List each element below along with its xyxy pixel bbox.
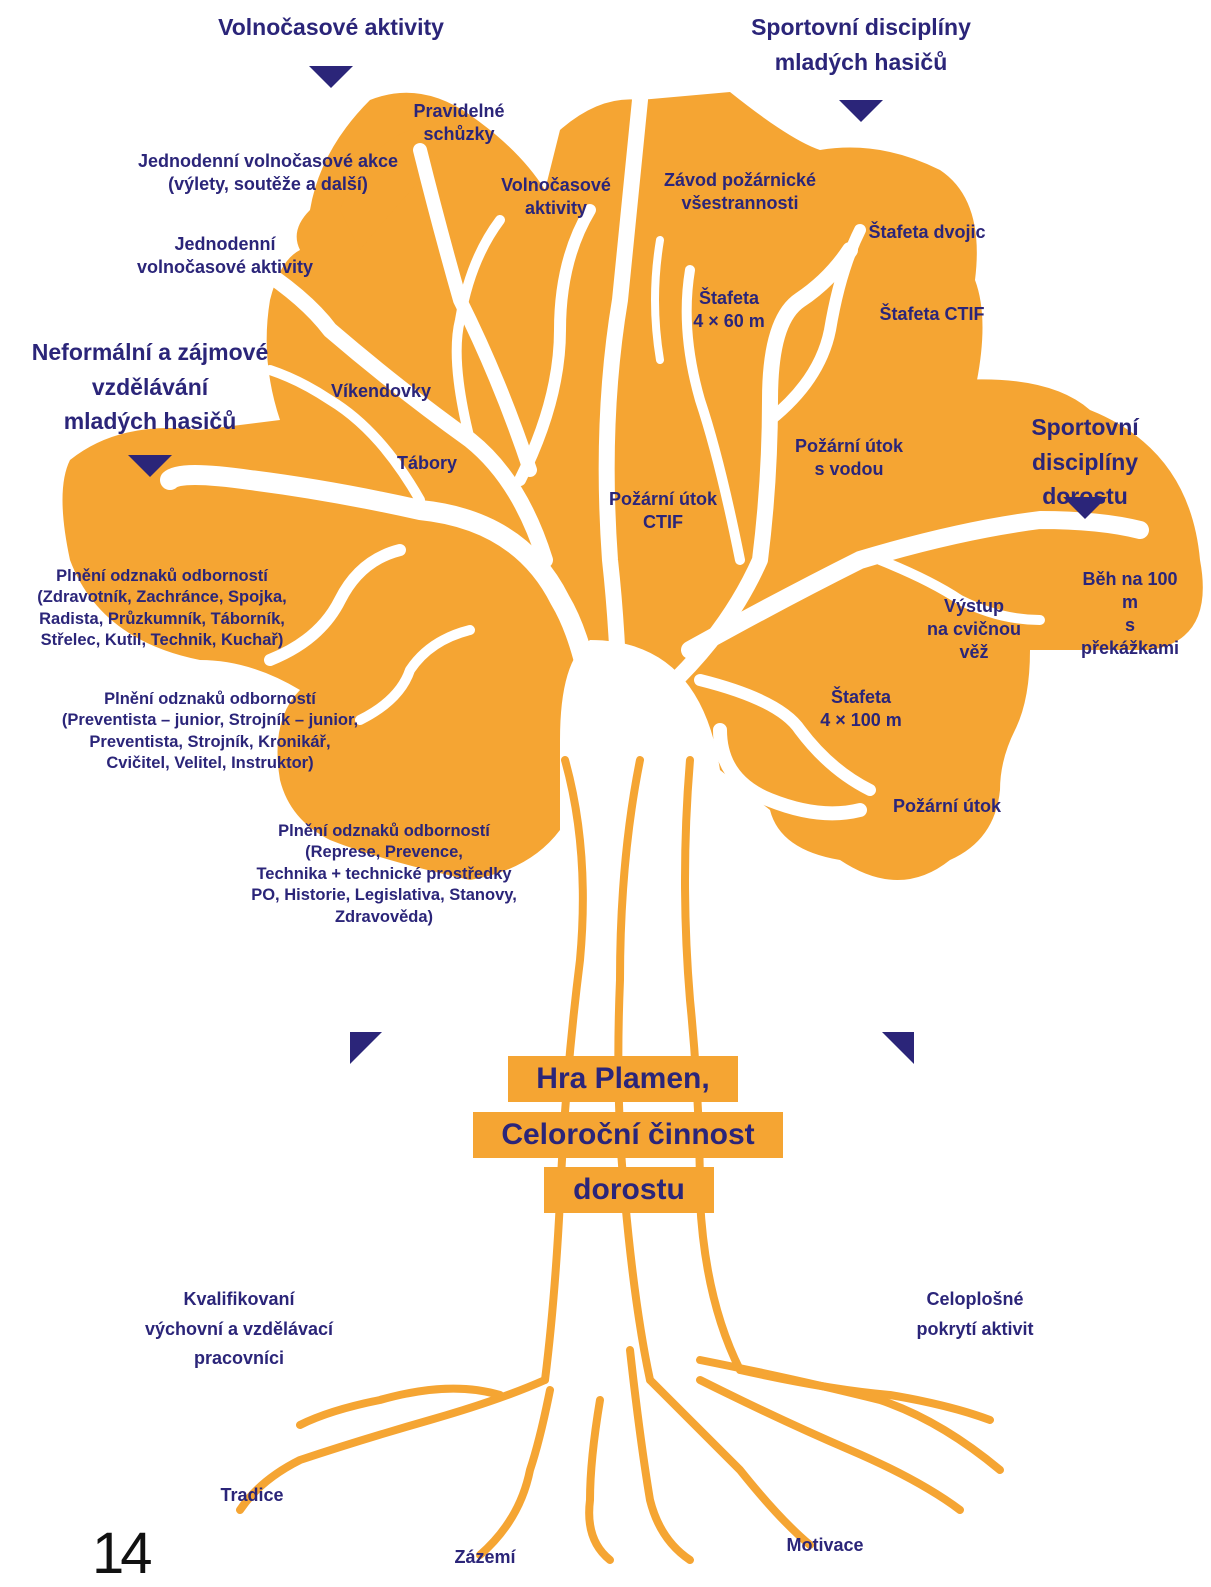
trunk-title-line-1: Hra Plamen,	[508, 1056, 738, 1102]
leaf-badges-2: Plnění odznaků odborností (Preventista –…	[61, 690, 359, 773]
leaf-one-day-activities: Jednodenní volnočasové aktivity	[136, 234, 314, 277]
root-tradition: Tradice	[220, 1485, 284, 1505]
leaf-relay-ctif: Štafeta CTIF	[879, 304, 985, 324]
heading-education: Neformální a zájmové vzdělávání mladých …	[31, 339, 269, 434]
page-number: 14	[92, 1521, 152, 1586]
leaf-attack-ctif: Požární útok CTIF	[608, 489, 718, 532]
leaf-badges-3: Plnění odznaků odborností (Represe, Prev…	[251, 822, 517, 926]
leaf-relay-4x100: Štafeta 4 × 100 m	[820, 687, 902, 730]
arrow-corner-right-icon	[882, 1032, 914, 1064]
heading-youth-sports: Sportovní disciplíny mladých hasičů	[751, 14, 971, 75]
canopy	[62, 92, 1203, 880]
branches	[160, 92, 1149, 821]
root-motivation: Motivace	[786, 1535, 864, 1555]
leaf-all-round: Závod požárnické všestrannosti	[663, 170, 817, 213]
leaf-badges-1: Plnění odznaků odborností (Zdravotník, Z…	[37, 567, 287, 650]
leaf-one-day-events: Jednodenní volnočasové akce (výlety, sou…	[137, 151, 399, 194]
trunk-title-line-3: dorostu	[544, 1167, 714, 1213]
leaf-attack-water: Požární útok s vodou	[794, 436, 904, 479]
arrow-down-icon	[309, 66, 353, 88]
leaf-relay-4x60: Štafeta 4 × 60 m	[693, 288, 765, 331]
roots	[236, 1346, 1004, 1564]
leaf-leisure-activities: Volnočasové aktivity	[501, 175, 611, 218]
trunk-title-line-2: Celoroční činnost	[473, 1112, 783, 1158]
leaf-meetings: Pravidelné schůzky	[413, 101, 505, 144]
leaf-fire-attack: Požární útok	[892, 796, 1002, 816]
heading-leisure: Volnočasové aktivity	[218, 14, 444, 40]
arrow-corner-left-icon	[350, 1032, 382, 1064]
leaf-relay-pairs: Štafeta dvojic	[868, 222, 986, 242]
leaf-weekends: Víkendovky	[330, 381, 432, 401]
arrow-down-icon	[839, 100, 883, 122]
leaf-camps: Tábory	[396, 453, 458, 473]
heading-dorost-sports: Sportovní disciplíny dorostu	[1031, 414, 1139, 509]
root-qualified: Kvalifikovaní výchovní a vzdělávací prac…	[144, 1289, 334, 1369]
leaf-tower: Výstup na cvičnou věž	[926, 596, 1022, 662]
root-background: Zázemí	[454, 1547, 516, 1567]
arrow-down-icon	[128, 455, 172, 477]
leaf-run-100: Běh na 100 m s překážkami	[1080, 569, 1180, 658]
root-coverage: Celoplošné pokrytí aktivit	[916, 1289, 1034, 1339]
arrow-down-icon	[1063, 497, 1107, 519]
